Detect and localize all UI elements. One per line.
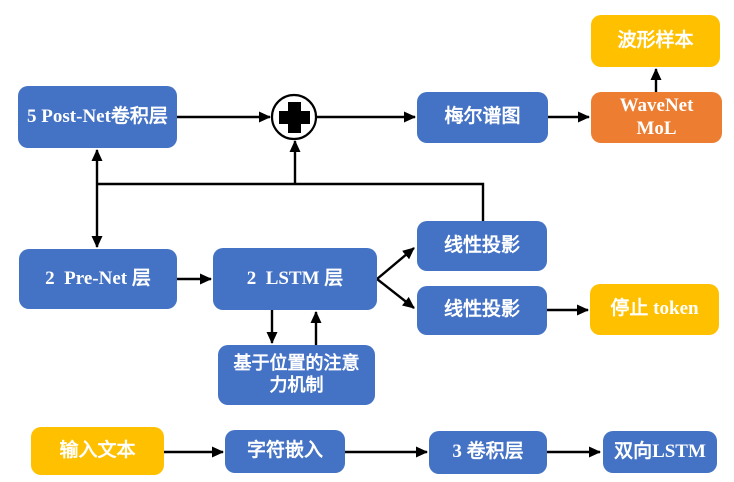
node-stop-token: 停止 token bbox=[590, 284, 719, 335]
node-waveform-samples: 波形样本 bbox=[591, 15, 720, 67]
node-char-embedding-label: 字符嵌入 bbox=[246, 440, 323, 462]
node-prenet-label: 2 Pre-Net 层 bbox=[45, 267, 151, 289]
connector-lstm-to-linproj-stop bbox=[376, 278, 415, 309]
node-attention: 基于位置的注意 力机制 bbox=[218, 345, 375, 405]
node-lstm: 2 LSTM 层 bbox=[213, 248, 377, 310]
node-bilstm-label: 双向LSTM bbox=[614, 440, 706, 462]
node-linear-projection-stop: 线性投影 bbox=[417, 286, 547, 335]
node-mel-spectrogram-label: 梅尔谱图 bbox=[444, 106, 521, 128]
node-attention-label: 基于位置的注意 力机制 bbox=[233, 353, 360, 395]
node-waveform-samples-label: 波形样本 bbox=[617, 29, 694, 51]
connector-feedback-trunk bbox=[97, 182, 485, 221]
node-conv-layers: 3 卷积层 bbox=[429, 431, 547, 474]
node-postnet-label: 5 Post-Net卷积层 bbox=[27, 105, 168, 127]
node-input-text: 输入文本 bbox=[31, 427, 164, 475]
node-linear-projection-mel: 线性投影 bbox=[417, 221, 547, 271]
node-mel-spectrogram: 梅尔谱图 bbox=[417, 92, 548, 143]
node-char-embedding: 字符嵌入 bbox=[225, 430, 345, 473]
add-junction-icon bbox=[270, 93, 318, 141]
node-stop-token-label: 停止 token bbox=[610, 298, 699, 320]
node-conv-layers-label: 3 卷积层 bbox=[452, 441, 524, 463]
node-linear-projection-stop-label: 线性投影 bbox=[443, 299, 520, 321]
connector-lstm-to-linproj-mel bbox=[376, 247, 415, 280]
node-postnet: 5 Post-Net卷积层 bbox=[18, 86, 177, 148]
node-wavenet-mol: WaveNet MoL bbox=[591, 92, 722, 143]
node-bilstm: 双向LSTM bbox=[603, 431, 717, 473]
node-linear-projection-mel-label: 线性投影 bbox=[443, 234, 520, 256]
node-wavenet-mol-label: WaveNet MoL bbox=[619, 94, 694, 139]
node-prenet: 2 Pre-Net 层 bbox=[19, 249, 177, 309]
node-input-text-label: 输入文本 bbox=[59, 439, 136, 461]
node-lstm-label: 2 LSTM 层 bbox=[246, 267, 344, 289]
